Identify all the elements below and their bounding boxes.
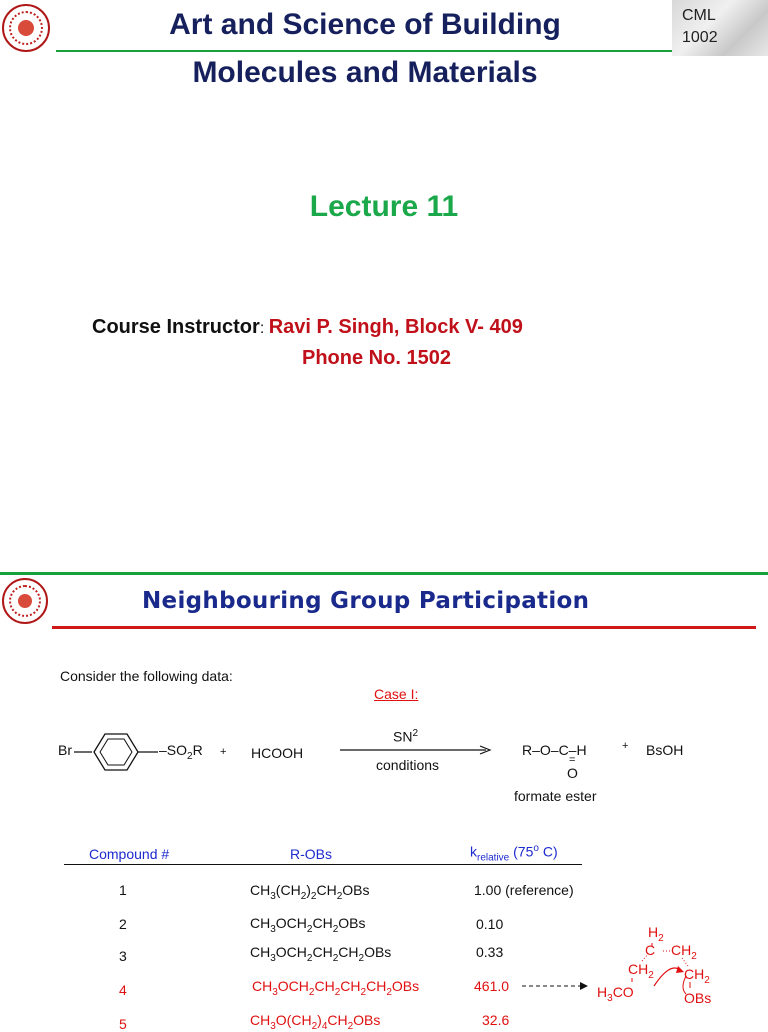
product-carbonyl-oxygen: O: [567, 765, 578, 781]
plus-sign: +: [220, 746, 227, 758]
course-code-box: CML 1002: [672, 0, 768, 56]
title-underline: [52, 626, 756, 629]
header-k-relative: krelative (75o C): [470, 843, 558, 864]
row-2-formula: CH3OCH2CH2OBs: [250, 915, 366, 935]
row-1-number: 1: [119, 882, 127, 898]
slide-title: Neighbouring Group Participation: [142, 588, 590, 614]
sulfonyl-group: –SO2R: [159, 742, 203, 762]
row-1-formula: CH3(CH2)2CH2OBs: [250, 882, 370, 902]
row-5-number: 5: [119, 1016, 127, 1032]
row-4-number: 4: [119, 982, 127, 998]
course-code-prefix: CML: [682, 7, 716, 24]
benzene-ring: [74, 733, 158, 771]
instructor-name: Ravi P. Singh, Block V- 409: [268, 316, 523, 338]
byproduct: BsOH: [646, 742, 684, 758]
arrow-bottom-label: conditions: [376, 757, 440, 773]
course-title-line1: Art and Science of Building: [169, 8, 561, 41]
row-4-formula: CH3OCH2CH2CH2CH2OBs: [252, 978, 420, 998]
row-4-k: 461.0: [474, 978, 510, 994]
course-title-line2: Molecules and Materials: [192, 56, 538, 89]
intermediate-h2: H2: [648, 924, 664, 944]
header-compound: Compound #: [89, 846, 170, 862]
case-label: Case I:: [374, 686, 419, 702]
intermediate-ch2-left: CH2: [628, 961, 654, 981]
top-green-line: [0, 572, 768, 575]
row-2-k: 0.10: [476, 916, 504, 932]
intermediate-ch2-lower: CH2: [684, 966, 710, 986]
instructor-line: Course Instructor: Ravi P. Singh, Block …: [92, 316, 523, 339]
intermediate-bonds: [631, 943, 691, 995]
intermediate-methoxy: H3CO: [597, 984, 634, 1004]
institute-logo: [2, 4, 50, 52]
instructor-separator: :: [259, 320, 269, 337]
row-2-number: 2: [119, 916, 127, 932]
plus-sign-2: +: [622, 740, 629, 752]
row-1-k: 1.00 (reference): [474, 882, 574, 898]
reaction-arrow: [340, 745, 492, 755]
intro-text: Consider the following data:: [60, 668, 233, 684]
row-3-number: 3: [119, 948, 127, 964]
row-3-k: 0.33: [476, 944, 504, 960]
header-rule: [64, 864, 582, 865]
product-formula: R–O–C–H: [522, 742, 587, 758]
course-code-number: 1002: [682, 29, 718, 46]
content-slide: Neighbouring Group Participation Conside…: [0, 560, 768, 1032]
instructor-label: Course Instructor: [92, 316, 260, 338]
row-5-formula: CH3O(CH2)4CH2OBs: [250, 1012, 381, 1032]
arrow-top-label: SN2: [393, 728, 419, 745]
product-label: formate ester: [514, 788, 597, 804]
formic-acid: HCOOH: [251, 745, 304, 761]
bromine-label: Br: [58, 742, 72, 758]
title-slide: Art and Science of Building Molecules an…: [2, 0, 768, 369]
dashed-arrow: [522, 982, 588, 990]
title-divider: [56, 50, 674, 52]
row-5-k: 32.6: [482, 1012, 510, 1028]
institute-logo: [2, 578, 48, 624]
row-3-formula: CH3OCH2CH2CH2OBs: [250, 944, 392, 964]
intermediate-c: C: [645, 942, 656, 958]
intermediate-ch2-right: CH2: [671, 942, 697, 962]
product-double-bond: =: [569, 754, 576, 766]
instructor-phone: Phone No. 1502: [302, 347, 451, 369]
intermediate-obs: OBs: [684, 990, 712, 1006]
lecture-number: Lecture 11: [309, 190, 459, 223]
slide-separator: [0, 555, 768, 560]
header-robs: R-OBs: [290, 846, 332, 862]
